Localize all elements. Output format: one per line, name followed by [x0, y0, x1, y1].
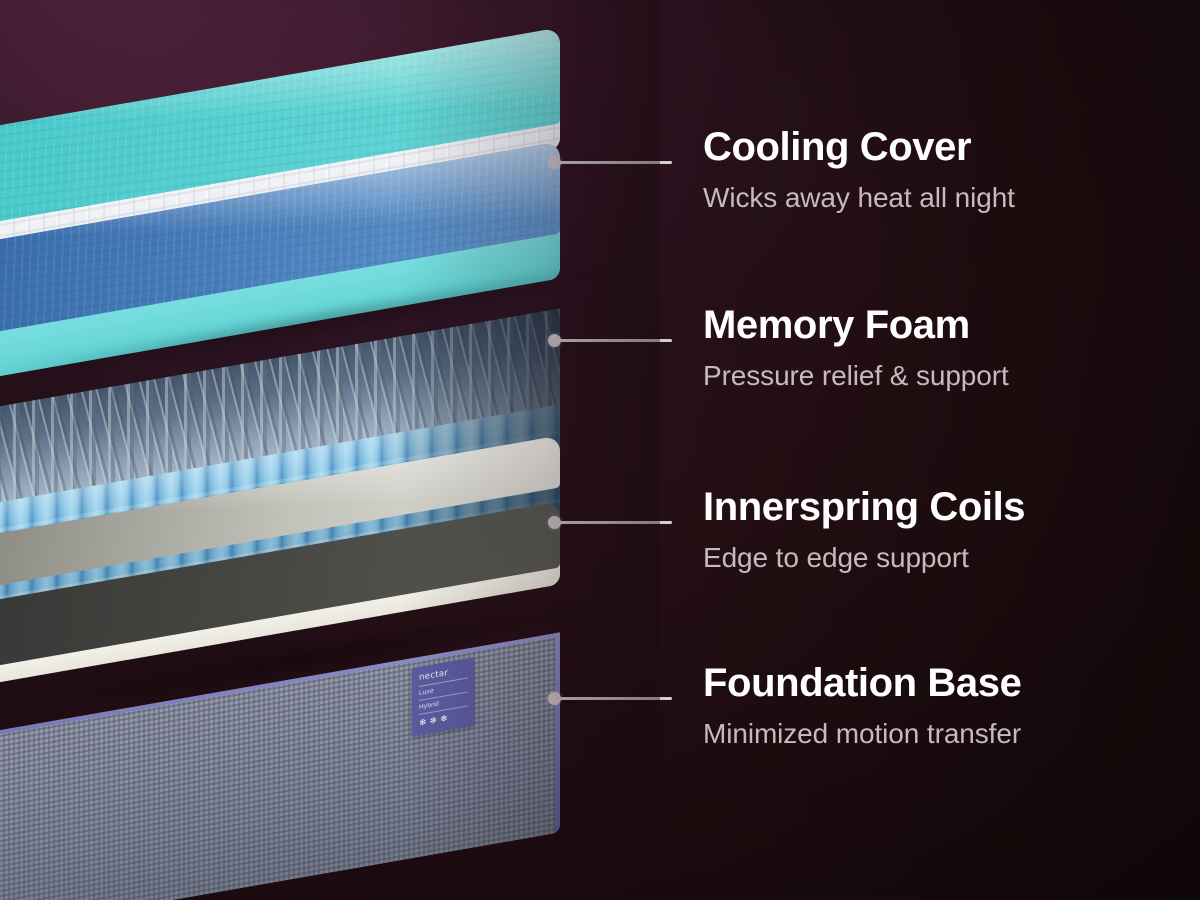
leader-stroke: [559, 521, 672, 524]
callout-text: Foundation Base Minimized motion transfe…: [703, 662, 1200, 750]
callout-text: Cooling Cover Wicks away heat all night: [703, 126, 1200, 214]
callout-title: Innerspring Coils: [703, 485, 1026, 529]
callout-text: Memory Foam Pressure relief & support: [703, 304, 1200, 392]
leader-dot-icon: [548, 516, 561, 529]
leader-stroke: [559, 339, 672, 342]
callout-subtitle: Pressure relief & support: [703, 360, 1009, 392]
callout-title: Foundation Base: [703, 661, 1022, 705]
leader-stroke: [559, 161, 672, 164]
callout-title: Memory Foam: [703, 303, 970, 347]
leader-dot-icon: [548, 692, 561, 705]
leader-line: [548, 332, 676, 348]
callout-subtitle: Wicks away heat all night: [703, 182, 1015, 214]
leader-dot-icon: [548, 156, 561, 169]
leader-dot-icon: [548, 334, 561, 347]
callout-subtitle: Edge to edge support: [703, 542, 969, 574]
callout-title: Cooling Cover: [703, 125, 972, 169]
callout-subtitle: Minimized motion transfer: [703, 718, 1022, 750]
leader-line: [548, 154, 676, 170]
leader-stroke: [559, 697, 672, 700]
leader-line: [548, 690, 676, 706]
callout-text: Innerspring Coils Edge to edge support: [703, 486, 1200, 574]
leader-line: [548, 514, 676, 530]
